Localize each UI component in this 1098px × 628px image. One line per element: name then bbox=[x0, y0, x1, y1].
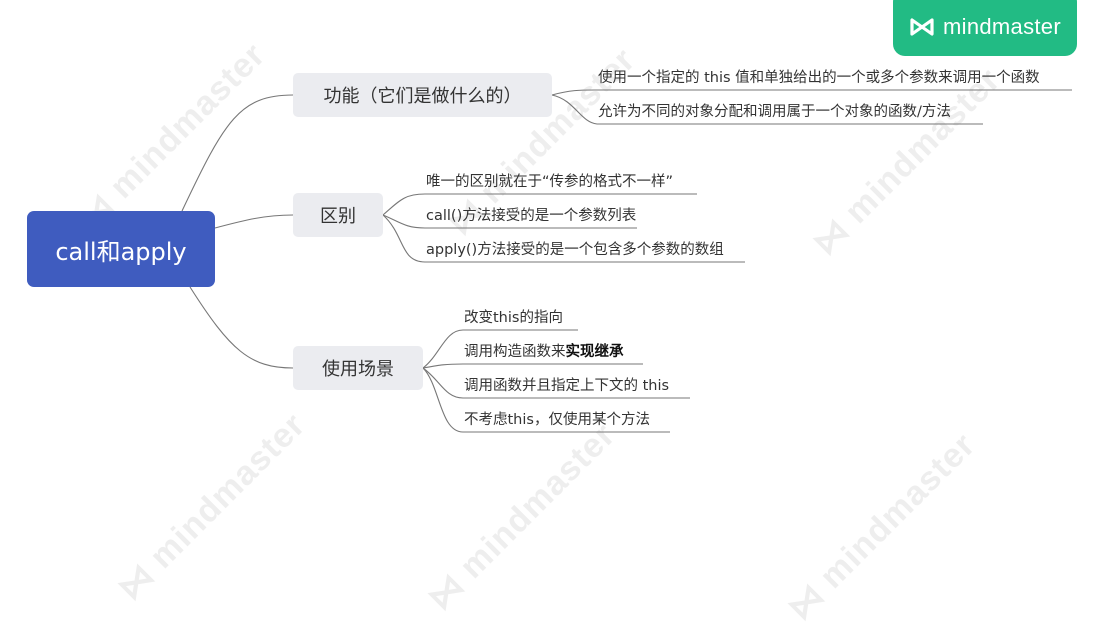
branch-node-use-cases[interactable]: 使用场景 bbox=[293, 346, 423, 390]
leaf-node[interactable]: 不考虑this，仅使用某个方法 bbox=[464, 409, 650, 431]
leaf-node[interactable]: 允许为不同的对象分配和调用属于一个对象的函数/方法 bbox=[598, 101, 951, 123]
leaf-label-emphasis: 实现继承 bbox=[565, 344, 624, 360]
mindmaster-logo-badge: mindmaster bbox=[893, 0, 1077, 56]
branch-node-function[interactable]: 功能（它们是做什么的） bbox=[293, 73, 552, 117]
leaf-node[interactable]: 调用函数并且指定上下文的 this bbox=[464, 375, 669, 397]
leaf-label: 改变this的指向 bbox=[464, 310, 563, 326]
branch-label: 功能（它们是做什么的） bbox=[323, 86, 522, 107]
leaf-label: 允许为不同的对象分配和调用属于一个对象的函数/方法 bbox=[598, 104, 951, 120]
root-node-label: call和apply bbox=[55, 237, 187, 266]
leaf-label: 不考虑this，仅使用某个方法 bbox=[464, 412, 650, 428]
leaf-node[interactable]: 使用一个指定的 this 值和单独给出的一个或多个参数来调用一个函数 bbox=[598, 67, 1040, 89]
root-node[interactable]: call和apply bbox=[27, 211, 215, 287]
leaf-label: 调用函数并且指定上下文的 this bbox=[464, 378, 670, 394]
brand-name: mindmaster bbox=[943, 14, 1061, 39]
leaf-node[interactable]: 唯一的区别就在于“传参的格式不一样” bbox=[426, 171, 673, 193]
leaf-node[interactable]: 调用构造函数来实现继承 bbox=[464, 341, 624, 363]
leaf-node[interactable]: 改变this的指向 bbox=[464, 307, 563, 329]
leaf-label: 唯一的区别就在于“传参的格式不一样” bbox=[426, 174, 674, 190]
branch-label: 区别 bbox=[320, 206, 356, 227]
leaf-label: apply()方法接受的是一个包含多个参数的数组 bbox=[426, 242, 724, 258]
connector-lines bbox=[181, 89, 1072, 433]
branch-node-difference[interactable]: 区别 bbox=[293, 193, 383, 237]
leaf-label: call()方法接受的是一个参数列表 bbox=[426, 208, 637, 224]
leaf-label: 调用构造函数来 bbox=[464, 344, 566, 360]
leaf-node[interactable]: apply()方法接受的是一个包含多个参数的数组 bbox=[426, 239, 724, 261]
leaf-node[interactable]: call()方法接受的是一个参数列表 bbox=[426, 205, 636, 227]
branch-label: 使用场景 bbox=[322, 359, 394, 380]
mindmaster-logo-icon bbox=[910, 18, 934, 36]
leaf-label: 使用一个指定的 this 值和单独给出的一个或多个参数来调用一个函数 bbox=[598, 70, 1040, 86]
